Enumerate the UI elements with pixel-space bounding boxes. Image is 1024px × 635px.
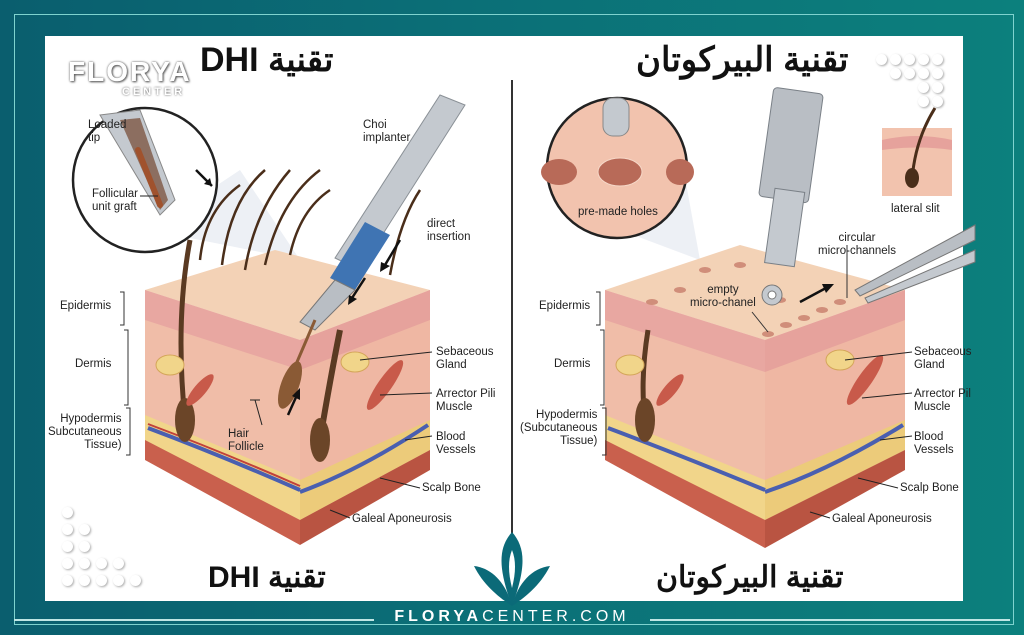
center-divider bbox=[511, 80, 513, 535]
brand-logo: FLORYA bbox=[68, 56, 192, 87]
tweezers-icon bbox=[854, 224, 976, 304]
footer-line-right bbox=[650, 619, 1010, 621]
frame-border-line bbox=[14, 14, 1014, 625]
pre-made-holes-icon bbox=[541, 97, 694, 187]
lateral-slit-label: lateral slit bbox=[891, 203, 940, 215]
blood-vessels-label-right: Blood Vessels bbox=[914, 431, 954, 456]
footer-url-bold: FLORYA bbox=[394, 608, 483, 625]
footer-url-rest: CENTER.COM bbox=[482, 608, 630, 625]
brand-logo-sub: CENTER bbox=[122, 86, 186, 98]
galeal-aponeurosis-label-right: Galeal Aponeurosis bbox=[832, 513, 932, 525]
direct-insertion-label: direct insertion bbox=[427, 218, 471, 243]
blood-vessels-label-left: Blood Vessels bbox=[436, 431, 476, 456]
dermis-label-right: Dermis bbox=[554, 358, 591, 370]
punch-tool-icon bbox=[758, 87, 824, 306]
circular-micro-channels-label: circular micro-channels bbox=[818, 232, 896, 257]
empty-micro-channel-label: empty micro-chanel bbox=[690, 284, 756, 309]
footer-line-left bbox=[14, 619, 374, 621]
dermis-label-left: Dermis bbox=[75, 358, 112, 370]
arrector-pili-label-right: Arrector Pil Muscle bbox=[914, 388, 971, 413]
choi-implanter-icon bbox=[283, 94, 466, 391]
epidermis-label-left: Epidermis bbox=[60, 300, 112, 312]
choi-implanter-label: Choi implanter bbox=[363, 119, 411, 144]
florya-emblem-icon bbox=[474, 532, 550, 606]
follicular-unit-graft-label: Follicular unit graft bbox=[92, 188, 139, 213]
sebaceous-gland-label-right: Sebaceous Gland bbox=[914, 346, 972, 371]
scalp-bone-label-right: Scalp Bone bbox=[900, 482, 959, 494]
hypodermis-label-right: Hypodermis (Subcutaneous Tissue) bbox=[520, 409, 598, 447]
loaded-tip-needle-icon bbox=[99, 109, 176, 216]
pre-made-holes-label: pre-made holes bbox=[578, 206, 658, 218]
hypodermis-label-left: Hypodermis Subcutaneous Tissue) bbox=[48, 413, 122, 451]
scalp-bone-label-left: Scalp Bone bbox=[422, 482, 481, 494]
lateral-slit-icon bbox=[882, 107, 952, 196]
footer-website[interactable]: FLORYACENTER.COM bbox=[0, 608, 1024, 626]
epidermis-label-right: Epidermis bbox=[539, 300, 591, 312]
hair-follicle-label: Hair Follicle bbox=[228, 428, 264, 453]
loaded-tip-label: Loaded tip bbox=[88, 119, 127, 144]
right-title: تقنية البيركوتان bbox=[636, 41, 849, 79]
left-bottom-title: تقنية DHI bbox=[208, 561, 326, 594]
arrector-pili-label-left: Arrector Pili Muscle bbox=[436, 388, 496, 413]
sebaceous-gland-label-left: Sebaceous Gland bbox=[436, 346, 494, 371]
galeal-aponeurosis-label-left: Galeal Aponeurosis bbox=[352, 513, 452, 525]
left-title: تقنية DHI bbox=[200, 41, 334, 79]
right-bottom-title: تقنية البيركوتان bbox=[656, 561, 844, 594]
